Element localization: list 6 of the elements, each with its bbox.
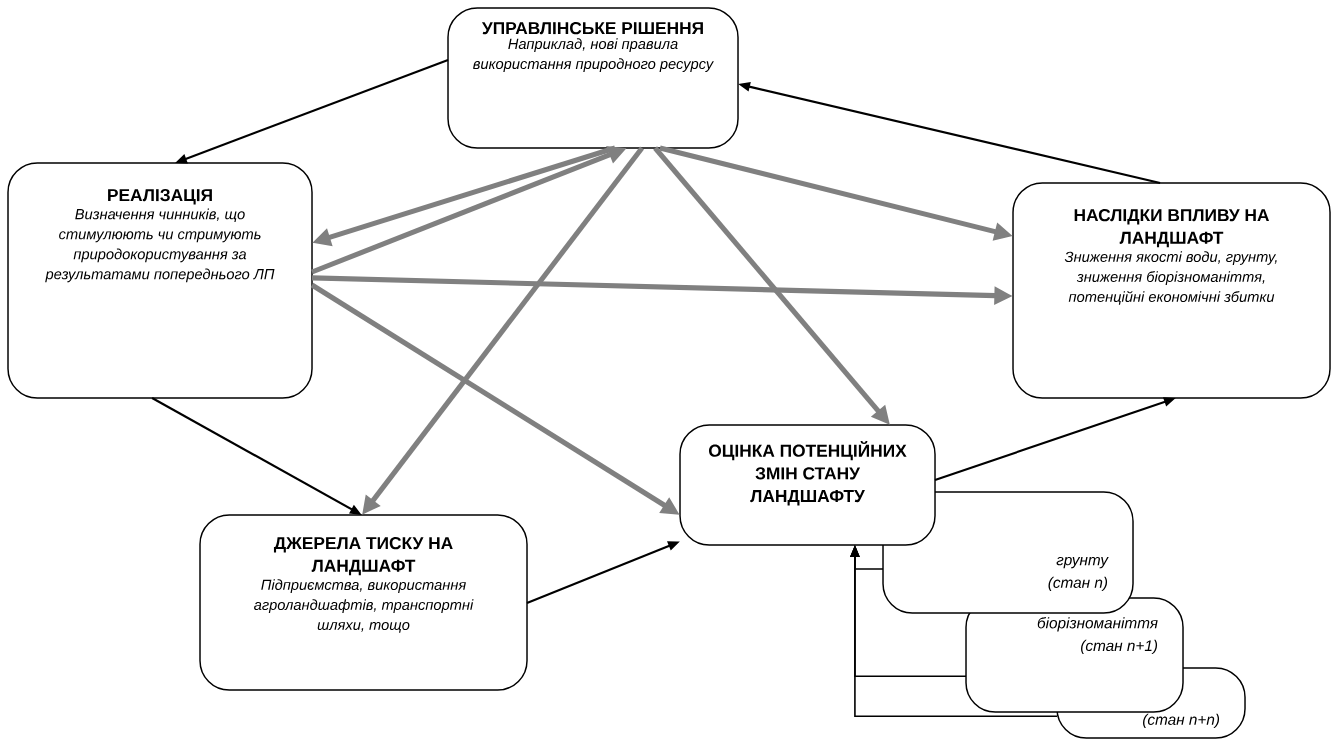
- process-box: ДЖЕРЕЛА ТИСКУ НА ЛАНДШАФТ Підприємства, використання агроландшафтів, транспортні шляхи, тощо: [199, 514, 528, 691]
- process-box: НАСЛІДКИ ВПЛИВУ НА ЛАНДШАФТ Зниження якості води, грунту, зниження біорізноманіття, потенційні економічні збитки: [1012, 182, 1331, 399]
- process-box: грунту (стан n): [882, 491, 1134, 614]
- process-box: РЕАЛІЗАЦІЯ Визначення чинників, що стимулюють чи стримують природокористування за результатами попереднього ЛП: [7, 162, 313, 399]
- process-box: ОЦІНКА ПОТЕНЦІЙНИХ ЗМІН СТАНУ ЛАНДШАФТУ: [679, 424, 936, 546]
- process-box: УПРАВЛІНСЬКЕ РІШЕННЯ Наприклад, нові правила використання природного ресурсу: [447, 7, 739, 149]
